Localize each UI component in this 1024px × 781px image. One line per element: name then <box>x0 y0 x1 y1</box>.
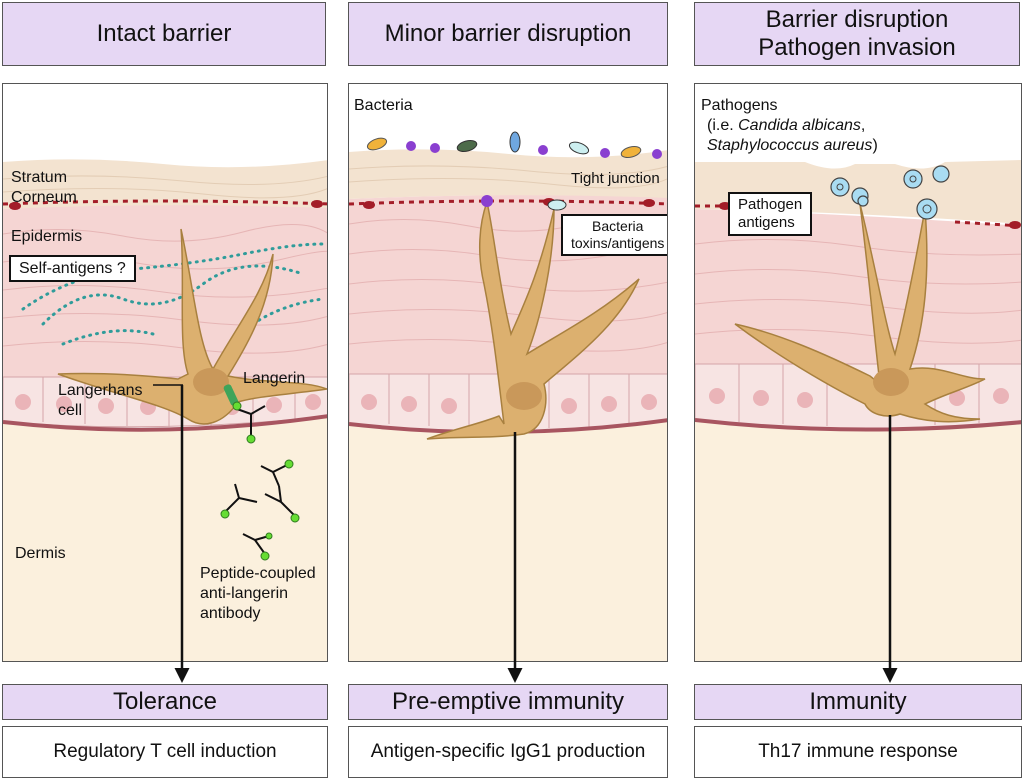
label-pathogen-examples-2: Staphylococcus aureus) <box>707 137 878 154</box>
panel-minor-disruption: Bacteria Tight junction Bacteria toxins/… <box>348 83 668 662</box>
label-bacteria: Bacteria <box>354 97 413 114</box>
result-igg1-production: Antigen-specific IgG1 production <box>348 726 668 778</box>
label-langerin: Langerin <box>243 370 306 387</box>
header-minor-disruption: Minor barrier disruption <box>348 2 668 66</box>
label-bacteria-toxins: Bacteria toxins/antigens <box>561 214 667 256</box>
label-pathogens: Pathogens <box>701 97 778 114</box>
label-tight-junction: Tight junction <box>571 170 660 187</box>
label-epidermis: Epidermis <box>11 228 83 245</box>
skin-illustration <box>695 160 1021 661</box>
outcome-preemptive-immunity: Pre-emptive immunity <box>348 684 668 720</box>
langerin-receptor <box>223 384 239 406</box>
label-corneum: Corneum <box>11 189 77 206</box>
bacteria-group <box>366 131 662 159</box>
panel-intact-barrier: Stratum Corneum Epidermis Self-antigens … <box>2 83 328 662</box>
label-antibody-3: antibody <box>200 605 261 622</box>
pathogen-group <box>830 165 950 220</box>
label-cell: cell <box>58 402 83 419</box>
header-intact-barrier: Intact barrier <box>2 2 326 66</box>
label-langerhans: Langerhans <box>58 382 143 399</box>
label-stratum: Stratum <box>11 169 68 186</box>
outcome-tolerance: Tolerance <box>2 684 328 720</box>
label-self-antigens: Self-antigens ? <box>9 255 136 283</box>
label-antibody-1: Peptide-coupled <box>200 565 316 582</box>
label-pathogen-antigens: Pathogen antigens <box>728 192 813 236</box>
label-dermis: Dermis <box>15 545 66 562</box>
result-regulatory-t-cell: Regulatory T cell induction <box>2 726 328 778</box>
outcome-immunity: Immunity <box>694 684 1022 720</box>
panel-barrier-disruption: Pathogens (i.e. Candida albicans, Staphy… <box>694 83 1022 662</box>
result-th17-response: Th17 immune response <box>694 726 1022 778</box>
label-pathogen-examples-1: (i.e. Candida albicans, <box>707 117 866 134</box>
label-antibody-2: anti-langerin <box>200 585 289 602</box>
header-barrier-disruption: Barrier disruption Pathogen invasion <box>694 2 1020 66</box>
